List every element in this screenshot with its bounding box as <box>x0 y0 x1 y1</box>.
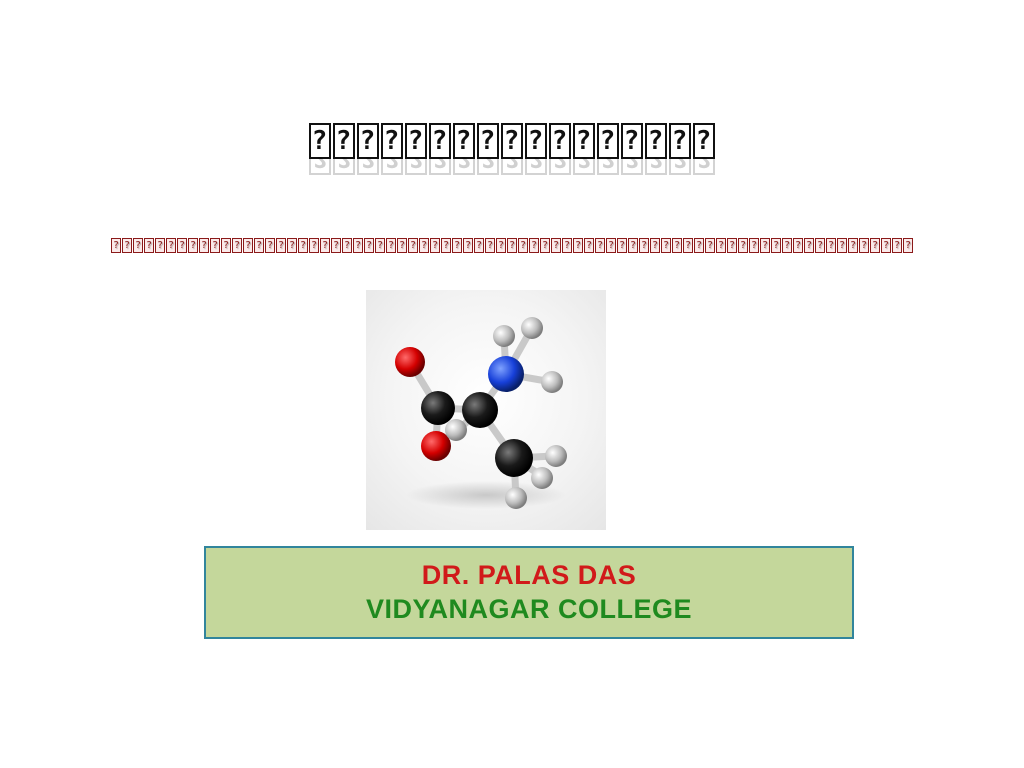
slide-title-reflection: ????????????????? <box>308 157 716 175</box>
slide-subtitle: ????????????????????????????????????????… <box>111 238 913 253</box>
alanine-molecule-icon <box>395 317 567 509</box>
title-area: ????????????????? ????????????????? <box>0 120 1024 179</box>
subtitle-area: ????????????????????????????????????????… <box>0 233 1024 253</box>
slide-title: ????????????????? <box>308 120 716 160</box>
molecule-image <box>366 290 606 530</box>
author-box: DR. PALAS DAS VIDYANAGAR COLLEGE <box>204 546 854 639</box>
author-name: DR. PALAS DAS <box>421 560 637 590</box>
author-college: VIDYANAGAR COLLEGE <box>365 594 693 624</box>
